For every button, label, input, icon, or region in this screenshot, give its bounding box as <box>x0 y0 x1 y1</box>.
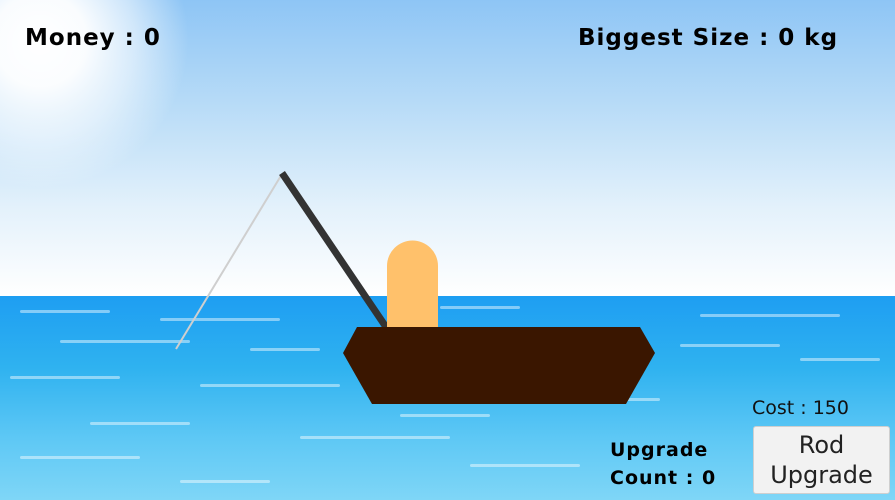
boat <box>343 327 655 404</box>
upgrade-count-label: Upgrade Count : 0 <box>610 439 717 489</box>
wave <box>10 376 120 379</box>
wave <box>90 422 190 425</box>
wave <box>800 358 880 361</box>
wave <box>250 348 320 351</box>
upgrade-cost-label: Cost : 150 <box>752 397 849 419</box>
wave <box>20 310 110 313</box>
wave <box>470 464 580 467</box>
money-counter: Money : 0 <box>25 25 161 51</box>
biggest-size-counter: Biggest Size : 0 kg <box>578 25 839 51</box>
sky <box>0 0 895 296</box>
sea <box>0 296 895 500</box>
fishing-line <box>175 173 283 350</box>
wave <box>200 384 340 387</box>
fisherman <box>387 240 438 330</box>
wave <box>440 306 520 309</box>
wave <box>20 456 140 459</box>
wave <box>300 436 450 439</box>
wave <box>680 344 780 347</box>
wave <box>60 340 190 343</box>
wave <box>180 480 270 483</box>
wave <box>160 318 280 321</box>
fishing-rod <box>279 171 391 332</box>
rod-upgrade-button[interactable]: Rod Upgrade <box>753 426 890 494</box>
wave <box>400 414 490 417</box>
wave <box>700 314 840 317</box>
